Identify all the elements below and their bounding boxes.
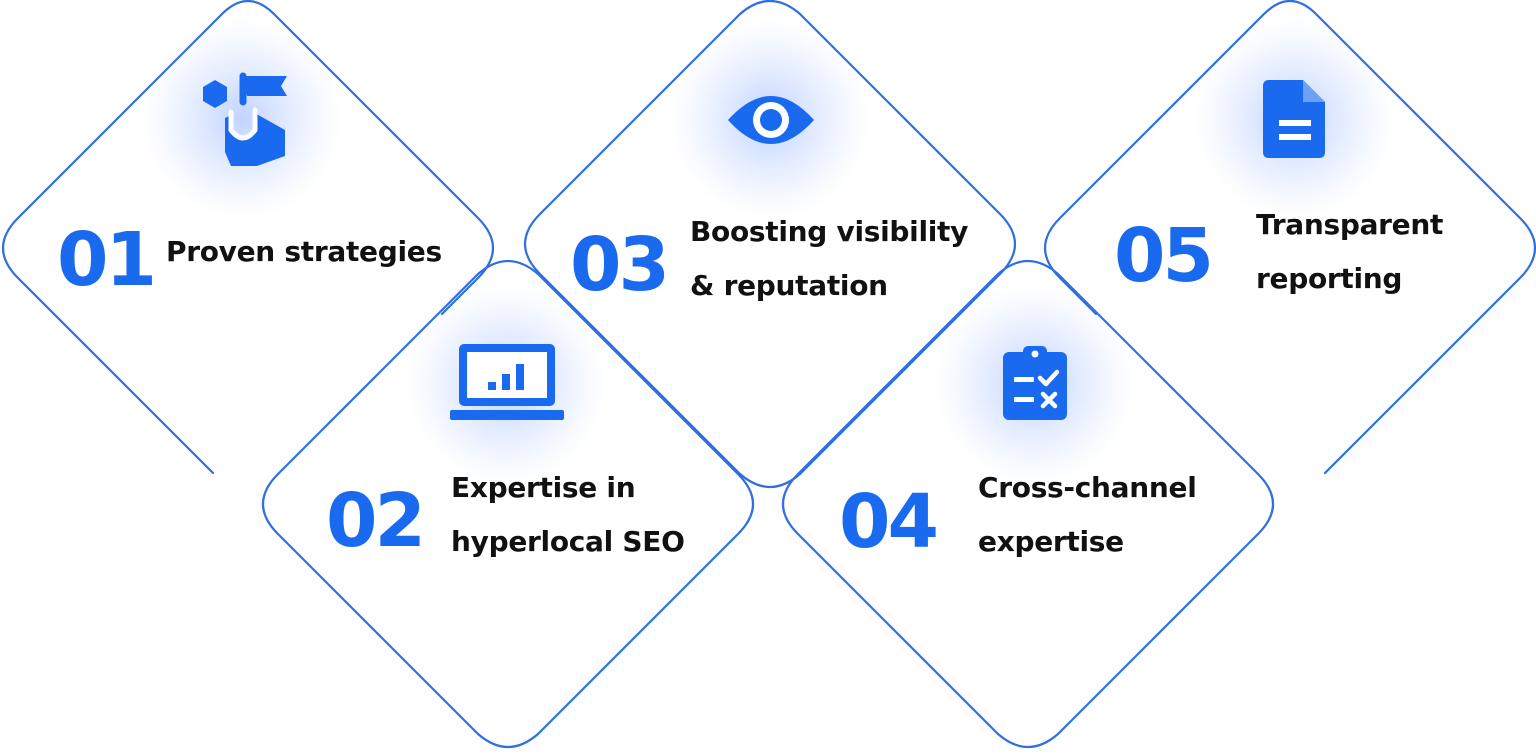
step-label-line: expertise xyxy=(978,525,1124,558)
step-label-line: Boosting visibility xyxy=(690,215,969,248)
step-label: Boosting visibility & reputation xyxy=(690,205,968,313)
card-01-frame xyxy=(2,0,494,475)
step-label-line: Transparent xyxy=(1256,208,1444,241)
card-02-frame xyxy=(262,260,754,748)
step-label: Transparent reporting xyxy=(1256,198,1443,306)
step-number: 02 xyxy=(326,478,426,564)
step-label-line: hyperlocal SEO xyxy=(451,525,685,558)
card-03-frame xyxy=(524,0,1016,488)
step-label: Expertise in hyperlocal SEO xyxy=(451,461,685,569)
step-label-line: & reputation xyxy=(690,269,888,302)
step-number: 04 xyxy=(839,479,939,565)
step-number: 03 xyxy=(570,222,670,308)
step-label-line: Proven strategies xyxy=(166,235,442,268)
step-label: Cross-channel expertise xyxy=(978,461,1197,569)
icon-glow xyxy=(142,19,342,219)
step-label-line: reporting xyxy=(1256,262,1403,295)
step-number: 01 xyxy=(57,217,157,303)
step-number: 05 xyxy=(1114,213,1214,299)
step-label-line: Cross-channel xyxy=(978,471,1197,504)
clipboard-checklist-icon xyxy=(1001,344,1069,422)
step-label: Proven strategies xyxy=(166,225,442,279)
eye-icon xyxy=(726,88,816,152)
card-04-frame xyxy=(782,260,1274,748)
document-icon xyxy=(1263,80,1327,160)
strategy-flag-icon xyxy=(195,72,291,166)
laptop-chart-icon xyxy=(450,342,564,422)
card-05-frame xyxy=(1044,0,1536,475)
step-label-line: Expertise in xyxy=(451,471,636,504)
